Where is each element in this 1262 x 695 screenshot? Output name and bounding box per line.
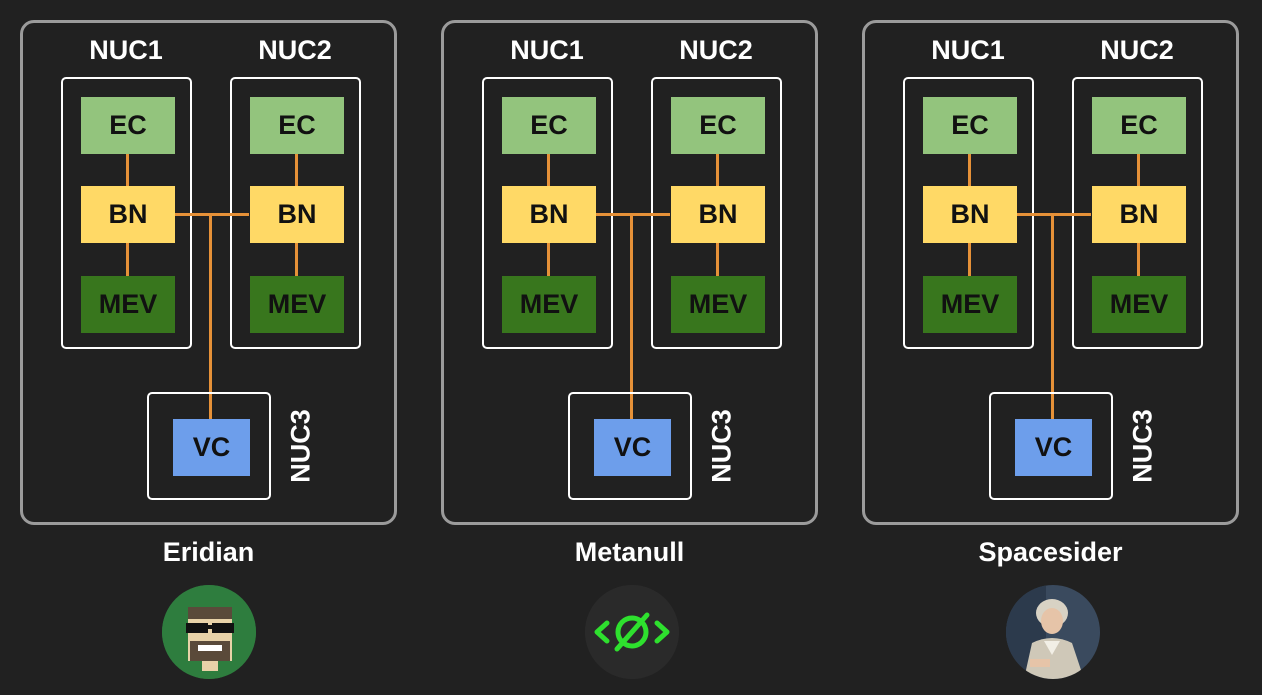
connector-line <box>630 213 633 421</box>
nuc3-box <box>989 392 1113 500</box>
mev-node: MEV <box>671 276 765 333</box>
mev-node: MEV <box>250 276 344 333</box>
cluster-frame <box>862 20 1239 525</box>
connector-line <box>1051 213 1054 421</box>
connector-line <box>716 154 719 190</box>
connector-line <box>1017 213 1091 216</box>
nuc1-label: NUC1 <box>89 35 163 65</box>
connector-line <box>1137 242 1140 278</box>
ec-node: EC <box>81 97 175 154</box>
nuc1-label: NUC1 <box>931 35 1005 65</box>
bn-node: BN <box>81 186 175 243</box>
nuc3-label: NUC3 <box>706 409 737 483</box>
portrait-painting-icon <box>1006 585 1100 679</box>
connector-line <box>126 154 129 190</box>
mev-node: MEV <box>502 276 596 333</box>
code-null-icon <box>585 585 679 679</box>
nuc3-label: NUC3 <box>285 409 316 483</box>
connector-line <box>596 213 670 216</box>
vc-node: VC <box>594 419 671 476</box>
ec-node: EC <box>671 97 765 154</box>
nuc2-label: NUC2 <box>258 35 332 65</box>
cluster-frame <box>441 20 818 525</box>
cluster-eridian: NUC1 NUC2 EC BN MEV EC BN MEV VC NUC3 <box>20 20 397 525</box>
connector-line <box>968 154 971 190</box>
nuc2-label: NUC2 <box>1100 35 1174 65</box>
operator-name-eridian: Eridian <box>162 537 255 567</box>
connector-line <box>716 242 719 278</box>
connector-line <box>295 242 298 278</box>
nuc3-box <box>568 392 692 500</box>
nuc3-label: NUC3 <box>1127 409 1158 483</box>
bn-node: BN <box>1092 186 1186 243</box>
ec-node: EC <box>1092 97 1186 154</box>
bn-node: BN <box>502 186 596 243</box>
cluster-frame <box>20 20 397 525</box>
connector-line <box>175 213 249 216</box>
bn-node: BN <box>671 186 765 243</box>
bn-node: BN <box>923 186 1017 243</box>
operator-name-metanull: Metanull <box>574 537 685 567</box>
mev-node: MEV <box>81 276 175 333</box>
connector-line <box>968 242 971 278</box>
vc-node: VC <box>173 419 250 476</box>
cluster-metanull: NUC1 NUC2 EC BN MEV EC BN MEV VC NUC3 <box>441 20 818 525</box>
ec-node: EC <box>502 97 596 154</box>
nuc1-label: NUC1 <box>510 35 584 65</box>
vc-node: VC <box>1015 419 1092 476</box>
nuc2-label: NUC2 <box>679 35 753 65</box>
operator-name-spacesider: Spacesider <box>978 537 1123 567</box>
connector-line <box>1137 154 1140 190</box>
cluster-spacesider: NUC1 NUC2 EC BN MEV EC BN MEV VC NUC3 <box>862 20 1239 525</box>
nuc3-box <box>147 392 271 500</box>
connector-line <box>209 213 212 421</box>
connector-line <box>547 242 550 278</box>
ec-node: EC <box>250 97 344 154</box>
pixel-face-sunglasses-icon <box>162 585 256 679</box>
mev-node: MEV <box>1092 276 1186 333</box>
mev-node: MEV <box>923 276 1017 333</box>
ec-node: EC <box>923 97 1017 154</box>
bn-node: BN <box>250 186 344 243</box>
connector-line <box>547 154 550 190</box>
connector-line <box>126 242 129 278</box>
connector-line <box>295 154 298 190</box>
